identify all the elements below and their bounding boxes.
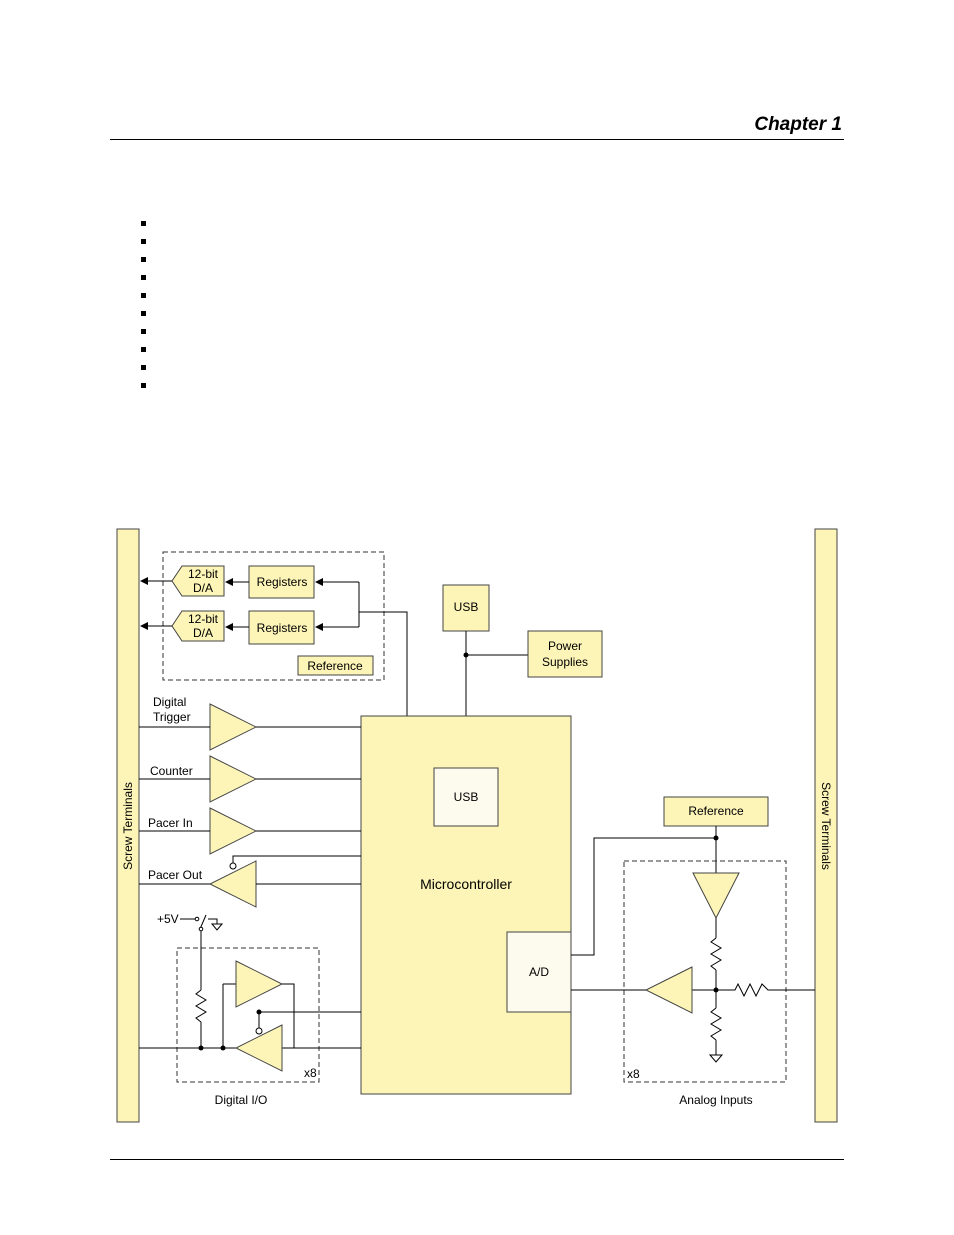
input-buffer-output-wire	[282, 983, 295, 1048]
bullet-marker	[141, 221, 146, 226]
pacer-out-enable-wire	[232, 855, 361, 863]
bullet-marker	[141, 275, 146, 280]
usb-inner-label: USB	[454, 790, 479, 804]
power-supplies-label-line2: Supplies	[542, 655, 588, 669]
reference-top-box	[297, 655, 374, 676]
analog-input-buffer	[644, 966, 693, 1014]
dac-1-shape	[171, 565, 225, 597]
reference-right-box	[663, 796, 769, 827]
digital-trigger-label-line1: Digital	[153, 695, 186, 709]
input-resistor	[716, 982, 815, 998]
chapter-heading: Chapter 1	[754, 114, 842, 135]
screw-terminals-right-label: Screw Terminals	[819, 782, 833, 870]
registers-1-label: Registers	[257, 575, 308, 589]
ground-wire	[208, 918, 218, 924]
footer-rule	[110, 1159, 844, 1160]
screw-terminals-left-label: Screw Terminals	[121, 782, 135, 870]
switch-blade	[199, 914, 207, 930]
ground-icon	[210, 923, 224, 931]
ad-converter-box	[506, 931, 572, 1013]
pullup-resistor	[195, 989, 207, 1023]
switch-contact	[194, 916, 200, 922]
bullet-marker	[141, 239, 146, 244]
bullet-marker	[141, 257, 146, 262]
switch-pivot	[198, 926, 204, 932]
pacer-out-enable-bubble	[229, 862, 237, 870]
registers-2-label: Registers	[257, 621, 308, 635]
analog-inputs-group-outline	[623, 860, 787, 1083]
power-supplies-box	[527, 630, 603, 678]
counter-buffer	[209, 755, 258, 803]
registers-2-box	[248, 610, 315, 645]
divider-resistor-top	[710, 937, 722, 971]
dac-2-shape	[171, 610, 225, 642]
bullet-marker	[141, 383, 146, 388]
screw-terminals-right-bar	[814, 528, 838, 1123]
digital-trigger-buffer	[209, 703, 258, 751]
usb-top-box	[442, 584, 490, 632]
output-enable-bubble	[255, 1027, 263, 1035]
dac-group-outline	[162, 551, 385, 681]
power-supplies-label-line1: Power	[548, 639, 582, 653]
digital-io-label: Digital I/O	[215, 1093, 268, 1107]
bullet-list	[141, 221, 146, 401]
dac-2-label-line1: 12-bit	[188, 612, 219, 626]
digital-io-x8-label: x8	[304, 1066, 317, 1080]
bullet-marker	[141, 329, 146, 334]
plus5v-label: +5V	[157, 912, 179, 926]
microcontroller-label: Microcontroller	[420, 876, 512, 892]
usb-top-label: USB	[454, 600, 479, 614]
junction-dot	[198, 1045, 204, 1051]
dac-1-label-line1: 12-bit	[188, 567, 219, 581]
usb-inner-box	[433, 767, 499, 827]
divider-resistor-bottom	[710, 1007, 722, 1041]
reference-right-label: Reference	[688, 804, 744, 818]
ad-converter-label: A/D	[529, 965, 549, 979]
screw-terminals-left-bar	[116, 528, 140, 1123]
ground-icon	[708, 1054, 724, 1063]
pacer-in-buffer	[209, 807, 258, 855]
reference-buffer	[692, 872, 740, 920]
reference-top-label: Reference	[307, 659, 363, 673]
header-rule	[110, 139, 844, 140]
bullet-marker	[141, 293, 146, 298]
dac-2-label-line2: D/A	[193, 626, 213, 640]
digital-output-buffer	[234, 1024, 283, 1072]
dac-1-label-line2: D/A	[193, 581, 213, 595]
digital-trigger-label-line2: Trigger	[153, 710, 191, 724]
pacer-in-label: Pacer In	[148, 816, 193, 830]
bullet-marker	[141, 347, 146, 352]
pacer-out-label: Pacer Out	[148, 868, 203, 882]
analog-inputs-label: Analog Inputs	[679, 1093, 752, 1107]
counter-label: Counter	[150, 764, 193, 778]
bullet-marker	[141, 365, 146, 370]
reference-to-ad-wire	[571, 837, 716, 956]
digital-input-buffer	[235, 960, 284, 1008]
bullet-marker	[141, 311, 146, 316]
micro-to-register-wire	[359, 611, 408, 716]
analog-inputs-x8-label: x8	[627, 1067, 640, 1081]
digital-io-group-outline	[176, 947, 320, 1083]
